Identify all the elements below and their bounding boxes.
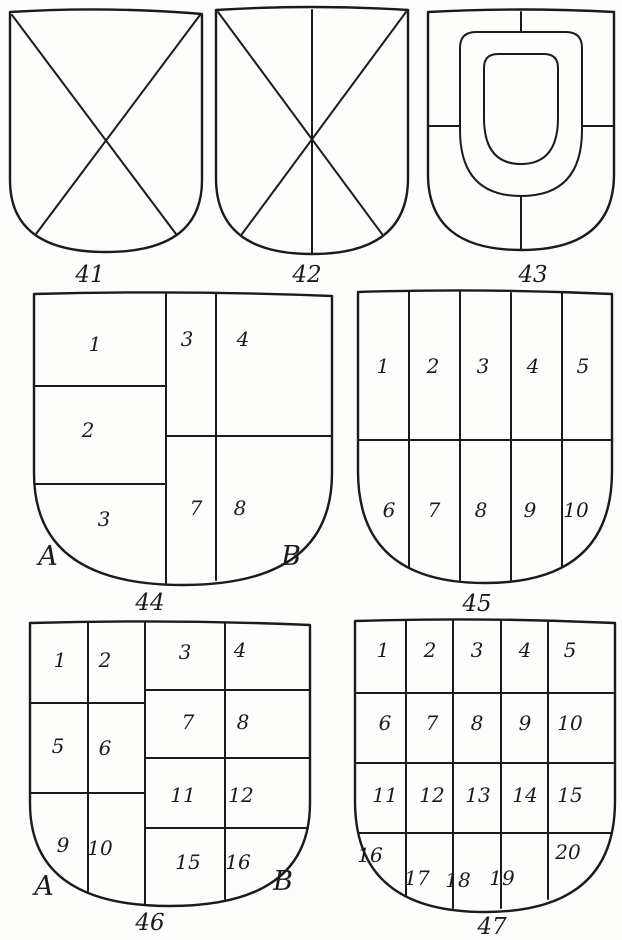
cell-number: 9 xyxy=(519,711,532,735)
cell-number: 6 xyxy=(379,711,392,735)
cell-number: 10 xyxy=(557,711,583,735)
cell-number: 8 xyxy=(475,498,488,522)
figure-43-drawing: 43 xyxy=(426,8,616,288)
cell-number: 6 xyxy=(383,498,396,522)
figure-43: 43 xyxy=(424,2,620,292)
cell-number: 2 xyxy=(81,418,95,442)
cell-number: 1 xyxy=(377,638,390,662)
cell-number: 1 xyxy=(377,354,390,378)
panel-label-b: B xyxy=(272,866,293,897)
cell-number: 2 xyxy=(426,354,440,378)
shield-outline xyxy=(356,289,614,585)
cell-number: 1 xyxy=(54,648,67,672)
cell-number: 15 xyxy=(175,850,200,874)
figure-caption: 42 xyxy=(291,262,321,288)
saltire-line xyxy=(35,14,201,235)
inescutcheon-outline xyxy=(483,53,559,165)
cell-number: 5 xyxy=(577,354,590,378)
cell-number: 4 xyxy=(526,354,540,378)
shield-outline xyxy=(426,8,616,252)
figure-caption: 44 xyxy=(134,590,164,616)
cell-number: 3 xyxy=(471,638,484,662)
cell-number: 20 xyxy=(554,840,581,864)
figure-41: 41 xyxy=(4,2,212,292)
cell-number: 7 xyxy=(190,496,203,520)
cell-number: 1 xyxy=(89,332,102,356)
cell-number: 3 xyxy=(477,354,490,378)
saltire-line xyxy=(241,11,407,235)
shield-outline xyxy=(353,618,617,914)
panel-label-b: B xyxy=(280,541,301,572)
cell-number: 4 xyxy=(236,327,250,351)
figure-caption: 46 xyxy=(134,910,164,936)
cell-number: 8 xyxy=(471,711,484,735)
figure-44: 1 2 3 3 4 7 8 A B 44 xyxy=(28,288,340,618)
panel-label-a: A xyxy=(35,541,58,572)
cell-number: 10 xyxy=(87,836,113,860)
cell-number: 5 xyxy=(52,734,65,758)
figure-42-drawing: 42 xyxy=(214,5,410,288)
cell-number: 7 xyxy=(428,498,441,522)
cell-number: 3 xyxy=(179,640,192,664)
cell-number: 13 xyxy=(465,783,490,807)
cell-number: 9 xyxy=(57,833,70,857)
saltire-line xyxy=(217,11,383,235)
figure-44-drawing: 1 2 3 3 4 7 8 A B 44 xyxy=(32,291,334,616)
cell-number: 9 xyxy=(524,498,537,522)
figure-caption: 45 xyxy=(461,591,491,617)
cell-number: 17 xyxy=(404,866,430,890)
cell-number: 14 xyxy=(512,783,537,807)
figure-caption: 43 xyxy=(517,262,547,288)
cell-number: 8 xyxy=(234,496,247,520)
figure-caption: 47 xyxy=(476,914,507,940)
figure-47: 1 2 3 4 5 6 7 8 9 10 11 12 13 14 15 16 1… xyxy=(352,616,620,940)
figure-41-drawing: 41 xyxy=(8,8,204,288)
cell-number: 5 xyxy=(564,638,577,662)
figure-46-drawing: 1 2 5 6 9 10 3 4 7 8 11 12 15 16 A B 46 xyxy=(28,620,312,936)
cell-number: 16 xyxy=(357,843,383,867)
cell-number: 6 xyxy=(99,736,112,760)
figure-46: 1 2 5 6 9 10 3 4 7 8 11 12 15 16 A B 46 xyxy=(28,618,338,940)
cell-number: 2 xyxy=(98,648,112,672)
shield-outline xyxy=(28,620,312,908)
cell-number: 4 xyxy=(518,638,532,662)
shield-outline xyxy=(32,291,334,587)
cell-number: 12 xyxy=(419,783,444,807)
cell-number: 15 xyxy=(557,783,582,807)
cell-number: 7 xyxy=(426,711,439,735)
cell-number: 19 xyxy=(489,866,515,890)
cell-number: 11 xyxy=(170,783,195,807)
cell-number: 7 xyxy=(182,710,195,734)
cell-number: 10 xyxy=(563,498,589,522)
cell-number: 11 xyxy=(372,783,397,807)
figure-42: 42 xyxy=(212,2,414,292)
shield-outline xyxy=(8,8,204,254)
cell-number: 3 xyxy=(181,327,194,351)
figure-45: 1 2 3 4 5 6 7 8 9 10 45 xyxy=(356,286,616,621)
cell-number: 4 xyxy=(233,638,247,662)
cell-number: 2 xyxy=(423,638,437,662)
cell-number: 8 xyxy=(237,710,250,734)
figure-47-drawing: 1 2 3 4 5 6 7 8 9 10 11 12 13 14 15 16 1… xyxy=(353,618,617,940)
shield-outline xyxy=(214,5,410,256)
cell-number: 18 xyxy=(445,868,470,892)
cell-number: 16 xyxy=(225,850,251,874)
cell-number: 3 xyxy=(98,507,111,531)
panel-label-a: A xyxy=(31,871,54,902)
inner-bordure-outline xyxy=(459,31,583,197)
cell-number: 12 xyxy=(228,783,253,807)
figure-caption: 41 xyxy=(74,262,104,288)
saltire-line xyxy=(11,14,177,235)
figure-45-drawing: 1 2 3 4 5 6 7 8 9 10 45 xyxy=(356,289,614,617)
